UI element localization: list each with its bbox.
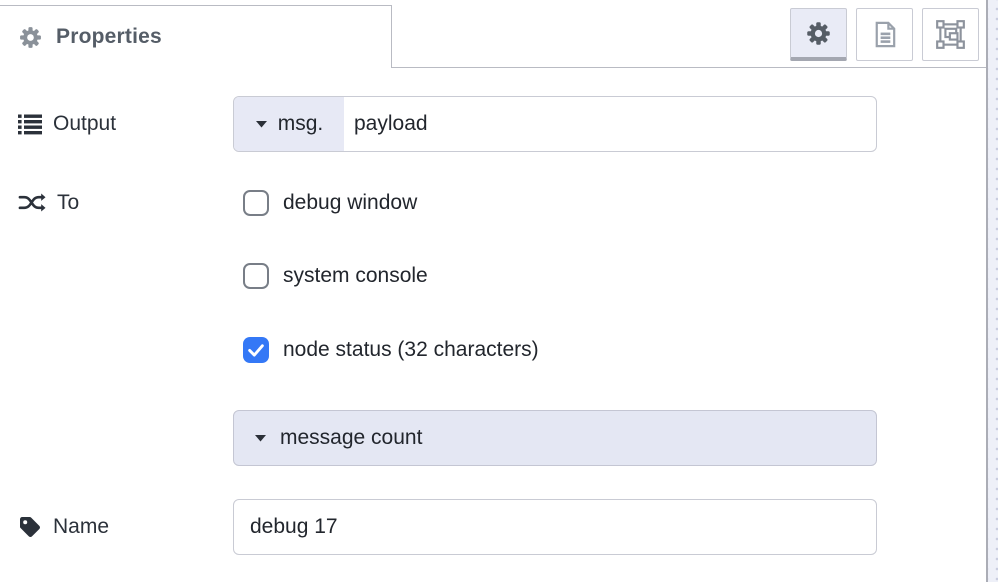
name-field-label: Name <box>18 513 109 541</box>
node-status-option[interactable]: node status (32 characters) <box>243 337 539 363</box>
shuffle-icon <box>18 192 46 214</box>
node-status-checkbox[interactable] <box>243 337 269 363</box>
tab-properties[interactable]: Properties <box>0 5 392 68</box>
workspace-grid-strip <box>988 0 998 582</box>
description-tab-button[interactable] <box>856 8 913 61</box>
gear-icon <box>18 25 43 50</box>
gear-icon <box>805 20 832 47</box>
debug-window-option[interactable]: debug window <box>243 190 417 216</box>
name-label-text: Name <box>53 515 110 538</box>
debug-window-checkbox[interactable] <box>243 190 269 216</box>
status-type-selected-value: message count <box>280 426 423 449</box>
node-settings-tab-button[interactable] <box>790 8 847 61</box>
tag-icon <box>18 515 42 539</box>
output-value-input[interactable] <box>344 97 876 151</box>
caret-down-icon <box>254 434 267 442</box>
output-label-text: Output <box>53 112 117 135</box>
output-value-wrapper <box>344 97 876 151</box>
caret-down-icon <box>255 120 268 128</box>
output-type-prefix: msg. <box>277 112 324 135</box>
to-label-text: To <box>57 191 80 214</box>
to-field-label: To <box>18 189 79 217</box>
panel-right-border <box>986 0 988 582</box>
system-console-option[interactable]: system console <box>243 263 428 289</box>
name-input[interactable] <box>233 499 877 555</box>
output-type-select-button[interactable]: msg. <box>234 97 344 151</box>
tabbar-divider <box>392 67 986 68</box>
tab-properties-label: Properties <box>56 25 162 48</box>
output-field-label: Output <box>18 110 116 138</box>
system-console-checkbox[interactable] <box>243 263 269 289</box>
status-type-dropdown[interactable]: message count <box>233 410 877 466</box>
system-console-label: system console <box>283 264 428 287</box>
output-typed-input: msg. <box>233 96 877 152</box>
group-appearance-icon <box>934 18 967 51</box>
document-icon <box>869 19 900 50</box>
appearance-tab-button[interactable] <box>922 8 979 61</box>
list-icon <box>18 112 42 136</box>
debug-window-label: debug window <box>283 191 418 214</box>
node-status-label: node status (32 characters) <box>283 338 539 361</box>
